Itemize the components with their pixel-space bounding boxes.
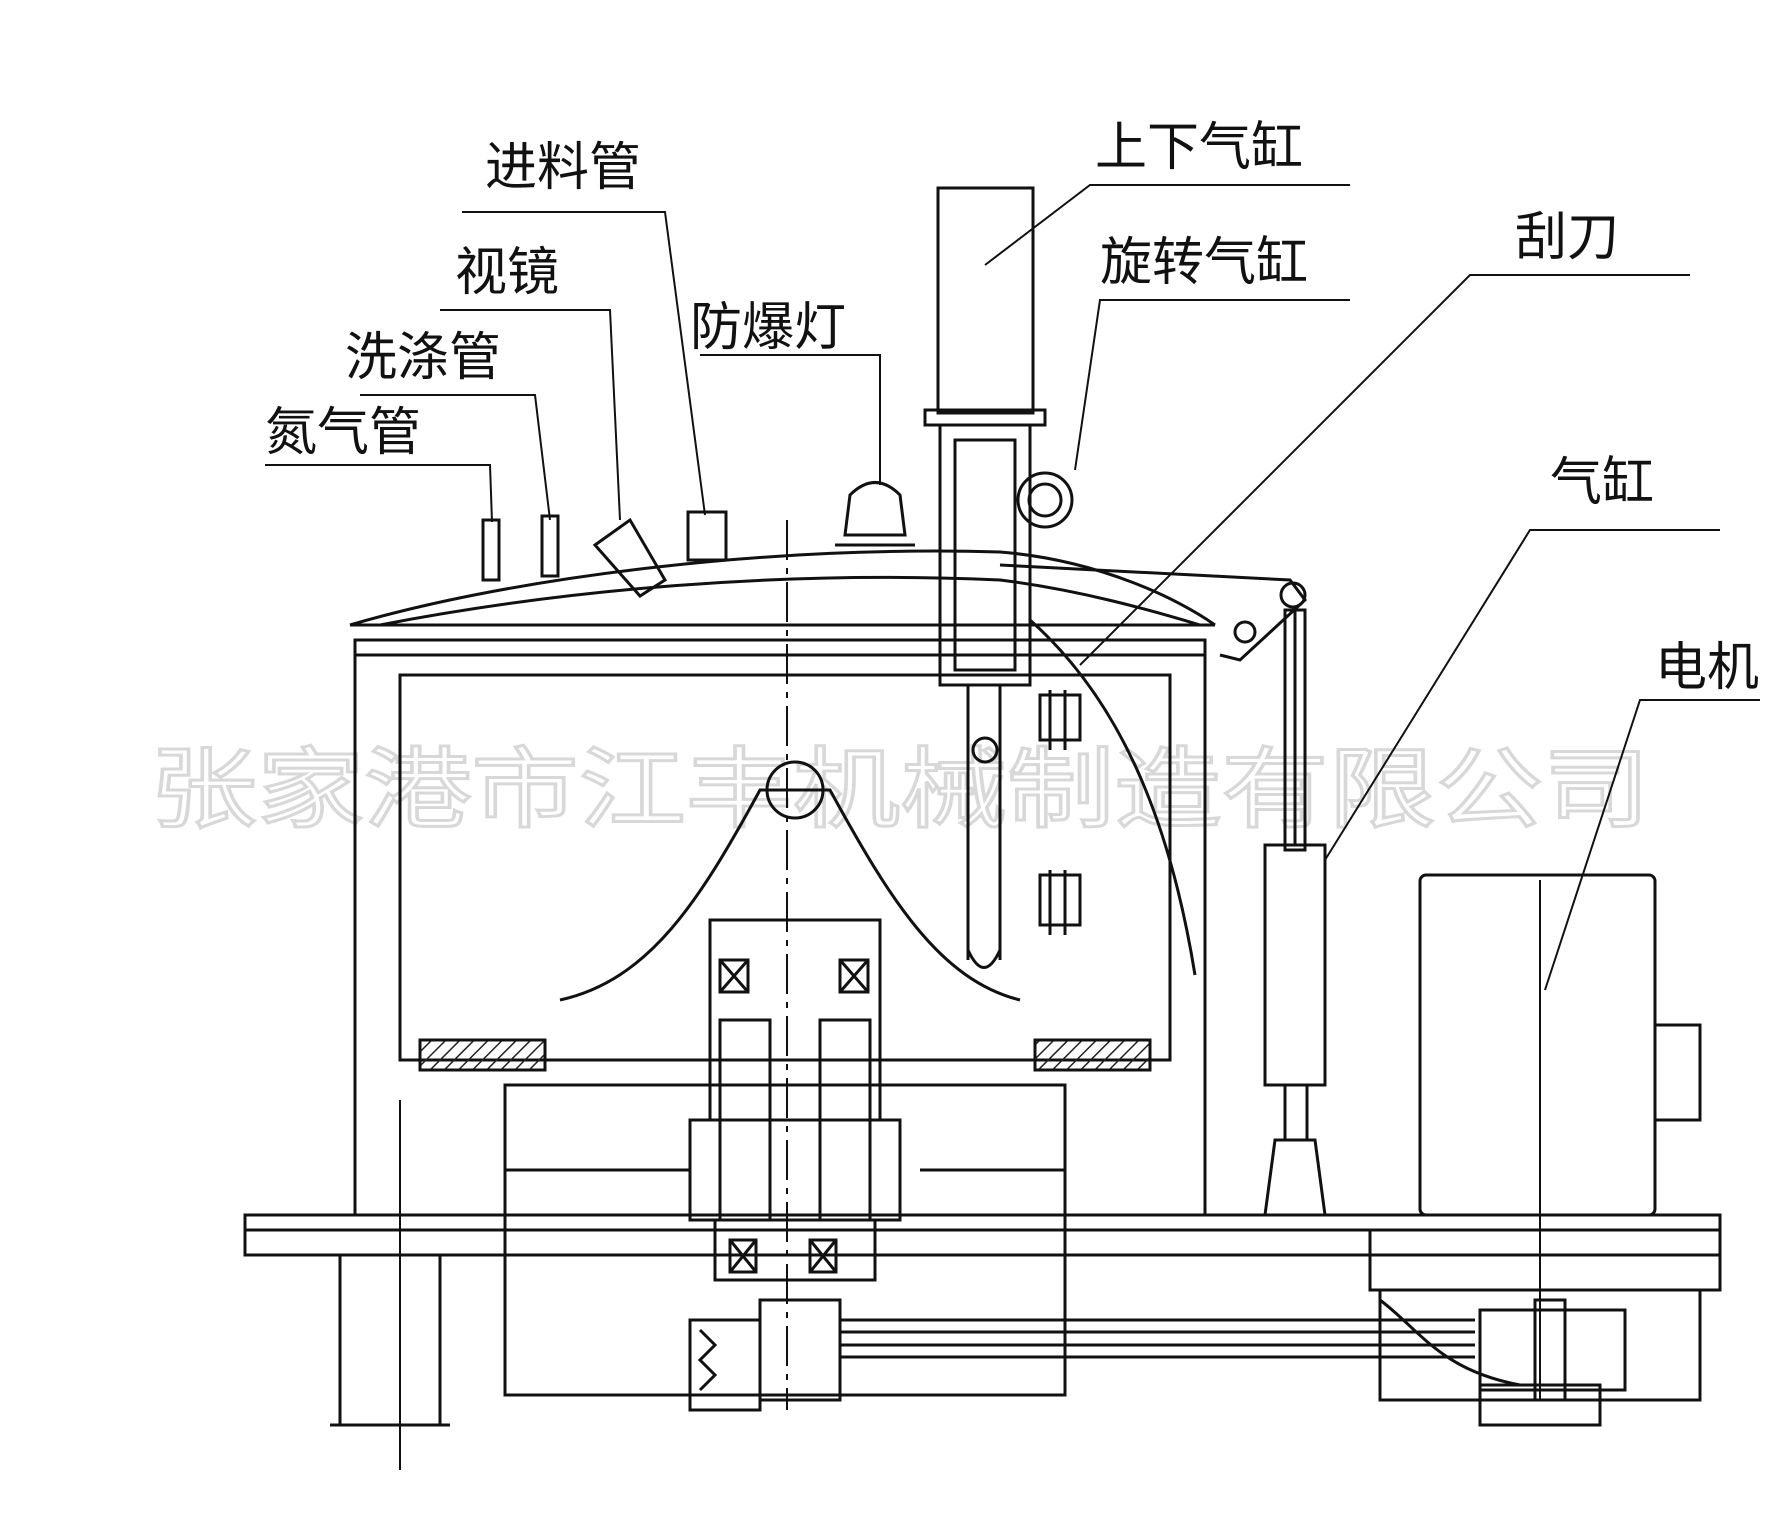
lift-cylinder-body: [938, 423, 1032, 687]
cone-hub: [559, 788, 1021, 1002]
outer-casing: [353, 638, 1207, 1217]
label-wash-pipe: 洗涤管: [345, 328, 501, 388]
company-watermark: 张家港市江丰机械制造有限公司: [150, 738, 1650, 841]
motor-body: [1418, 873, 1657, 1217]
lower-frame: [503, 1083, 1067, 1397]
label-rotary-cylinder: 旋转气缸: [1100, 233, 1308, 293]
motor-pulley: [1478, 1308, 1627, 1392]
lid: [349, 549, 1216, 627]
rotary-cylinder-body: [1016, 471, 1074, 529]
base-plate: [243, 1213, 1722, 1257]
label-explosion-proof-lamp: 防爆灯: [690, 298, 846, 358]
label-air-cylinder: 气缸: [1550, 453, 1654, 513]
label-sight-glass: 视镜: [455, 243, 559, 303]
sight-glass-body: [592, 517, 668, 598]
feed-nozzle: [686, 510, 728, 562]
lamp-body: [843, 481, 907, 537]
left-foot: [338, 1253, 442, 1427]
leader-lines: [265, 184, 1760, 991]
label-scraper: 刮刀: [1515, 208, 1619, 268]
nitrogen-nozzle: [481, 518, 501, 582]
label-lift-cylinder: 上下气缸: [1095, 118, 1303, 178]
label-nitrogen-pipe: 氮气管: [265, 403, 421, 463]
machine-body: [243, 186, 1722, 1427]
label-motor: 电机: [1655, 638, 1759, 698]
wash-nozzle: [540, 514, 560, 578]
inner-basket: [398, 673, 1172, 1062]
cylinder-guide: [936, 186, 1035, 415]
label-feed-pipe: 进料管: [485, 138, 641, 198]
air-cylinder-body: [1263, 843, 1327, 1087]
